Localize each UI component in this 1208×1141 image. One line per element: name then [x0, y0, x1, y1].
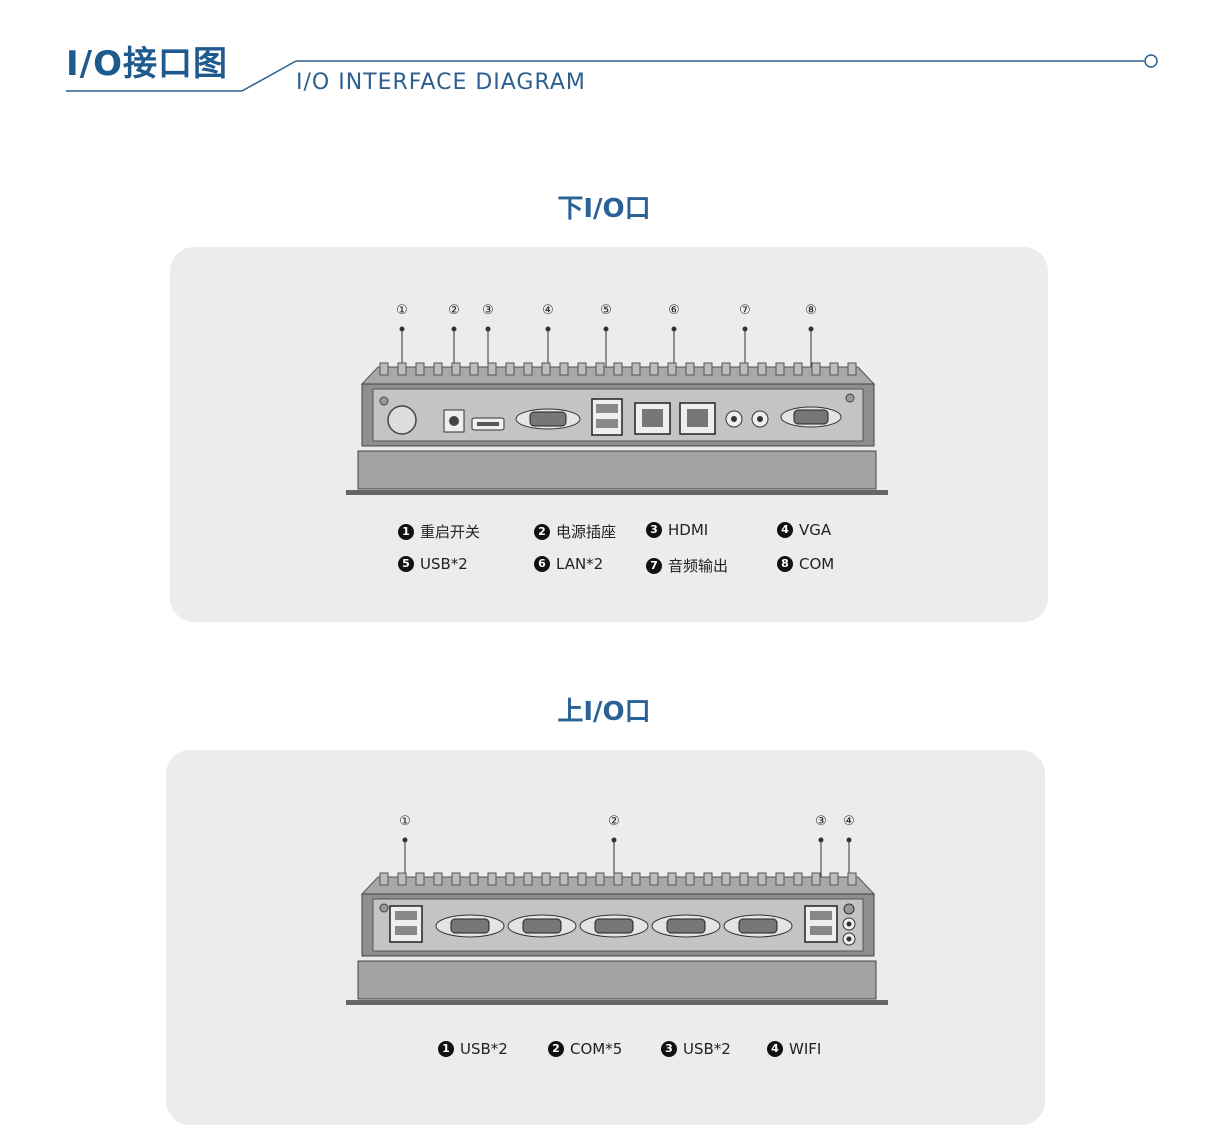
top-io-title: 上I/O口: [557, 697, 651, 727]
top-io-panel: ① ② ③ ④: [166, 750, 1045, 1125]
callout-5: ⑤: [600, 303, 612, 318]
heatsink-fins: [360, 362, 876, 385]
callout-3: ③: [482, 303, 494, 318]
callout-1: ①: [396, 303, 408, 318]
bottom-io-panel: ① ② ③ ④ ⑤ ⑥ ⑦ ⑧: [170, 247, 1048, 622]
bottom-io-title: 下I/O口: [557, 194, 651, 224]
callout-6: ⑥: [668, 303, 680, 318]
top-io-device-diagram: ① ② ③ ④: [346, 814, 888, 1005]
heatsink-fins: [360, 872, 876, 895]
device-lower-housing: [357, 960, 877, 1000]
com-ports: [435, 914, 793, 938]
page-title: I/O接口图: [66, 44, 228, 84]
callout-8: ⑧: [805, 303, 817, 318]
device-lower-housing: [357, 450, 877, 490]
callout-1: ①: [399, 814, 411, 829]
bottom-io-device-diagram: ① ② ③ ④ ⑤ ⑥ ⑦ ⑧: [346, 303, 888, 495]
callout-4: ④: [542, 303, 554, 318]
header-decoration: [66, 54, 1158, 92]
callout-2: ②: [608, 814, 620, 829]
callout-3: ③: [815, 814, 827, 829]
callout-4: ④: [843, 814, 855, 829]
reset-switch: [387, 405, 417, 435]
page-subtitle: I/O INTERFACE DIAGRAM: [296, 70, 586, 95]
callout-7: ⑦: [739, 303, 751, 318]
callout-2: ②: [448, 303, 460, 318]
